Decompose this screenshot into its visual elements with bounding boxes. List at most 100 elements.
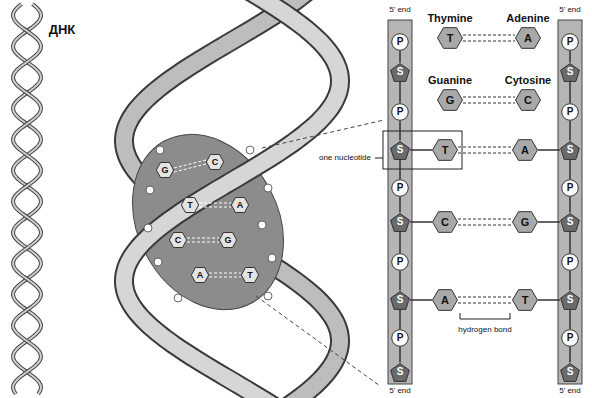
- hydrogen-bond: [458, 297, 512, 303]
- node-letter: T: [181, 197, 199, 213]
- base-hexagon-shape: T: [432, 139, 458, 161]
- helix-ribbon: [124, 0, 340, 398]
- base-hexagon: A: [512, 139, 538, 161]
- phosphate-circle-shape: P: [561, 103, 579, 121]
- backbone-bond: [399, 271, 401, 291]
- phosphate-circle-shape: P: [391, 329, 409, 347]
- base-hexagon-shape: T: [241, 267, 259, 283]
- hydrogen-bond: [174, 160, 206, 172]
- small-helix: [13, 4, 41, 394]
- hydrogen-bond: [209, 273, 241, 277]
- base-hexagon: T: [432, 139, 458, 161]
- backbone-bond: [569, 197, 571, 213]
- node-letter: P: [561, 179, 579, 197]
- sugar-pentagon-shape: S: [560, 213, 580, 232]
- phosphate-circle-shape: P: [391, 253, 409, 271]
- node-letter: P: [391, 103, 409, 121]
- backbone-bond: [569, 82, 571, 104]
- base-hexagon-shape: C: [515, 89, 541, 111]
- backbone-bond: [399, 160, 401, 180]
- base-hexagon: T: [241, 267, 259, 283]
- node-letter: G: [219, 232, 237, 248]
- base-hexagon-shape: C: [206, 154, 224, 170]
- node-letter: C: [169, 232, 187, 248]
- base-hexagon: C: [432, 211, 458, 233]
- node-letter: A: [515, 27, 541, 49]
- large-helix: [103, 0, 340, 398]
- callout-label: one nucleotide: [317, 154, 373, 163]
- base-hexagon: T: [181, 197, 199, 213]
- backbone-bond: [399, 310, 401, 330]
- base-hexagon: A: [432, 289, 458, 311]
- phosphate-circle: P: [391, 103, 409, 121]
- backbone-bond: [569, 310, 571, 330]
- backbone-bond: [569, 347, 571, 363]
- base-hexagon-shape: A: [191, 267, 209, 283]
- node-letter: P: [561, 33, 579, 51]
- helix-strand: [13, 4, 41, 394]
- backbone-bond: [399, 347, 401, 363]
- phosphate-circle-shape: P: [391, 103, 409, 121]
- sugar-pentagon-shape: S: [390, 141, 410, 160]
- base-hexagon-shape: T: [437, 27, 463, 49]
- nucleotide-box: [383, 131, 462, 169]
- base-name: Guanine: [428, 74, 472, 87]
- title-label: ДНК: [49, 23, 76, 37]
- sugar-pentagon: S: [390, 213, 410, 232]
- sugar-pentagon-shape: S: [560, 363, 580, 382]
- hydrogen-bond: [458, 219, 512, 225]
- base-hexagon: A: [191, 267, 209, 283]
- node-letter: S: [390, 291, 410, 310]
- node-letter: S: [560, 213, 580, 232]
- phosphate-circle-shape: P: [561, 33, 579, 51]
- sugar-pentagon: S: [560, 213, 580, 232]
- base-hexagon-shape: T: [181, 197, 199, 213]
- base-hexagon-shape: C: [169, 232, 187, 248]
- helix-ribbon: [124, 0, 340, 398]
- node-letter: S: [560, 363, 580, 382]
- callout-label: hydrogen bond: [458, 326, 511, 335]
- phosphate-circle-shape: P: [391, 33, 409, 51]
- backbone-bond: [569, 271, 571, 291]
- node-letter: P: [561, 103, 579, 121]
- node-letter: P: [391, 179, 409, 197]
- base-hexagon: G: [219, 232, 237, 248]
- phosphate-circle-shape: P: [561, 179, 579, 197]
- phosphate-circle-shape: P: [391, 179, 409, 197]
- phosphate-circle: P: [561, 179, 579, 197]
- base-hexagon: C: [169, 232, 187, 248]
- helix-strand: [13, 4, 41, 394]
- base-hexagon: G: [156, 162, 174, 178]
- base-hexagon: A: [231, 197, 249, 213]
- phosphate-circle: P: [561, 253, 579, 271]
- base-hexagon-shape: A: [432, 289, 458, 311]
- sugar-pentagon: S: [390, 291, 410, 310]
- sugar-pentagon-shape: S: [390, 291, 410, 310]
- sugar-pentagon-shape: S: [390, 363, 410, 382]
- base-hexagon-shape: A: [512, 139, 538, 161]
- helix-strand: [13, 4, 41, 394]
- node-letter: S: [390, 63, 410, 82]
- sugar-pentagon: S: [560, 141, 580, 160]
- backbone-bond: [399, 121, 401, 141]
- backbone-bond: [538, 221, 560, 223]
- node-letter: A: [432, 289, 458, 311]
- sugar-pentagon-shape: S: [560, 63, 580, 82]
- hydrogen-bond: [187, 238, 219, 242]
- backbone-bands: [388, 20, 582, 384]
- phosphate-circle: P: [561, 329, 579, 347]
- base-hexagon: ThymineT: [427, 12, 472, 49]
- phosphate-circle-shape: P: [561, 329, 579, 347]
- phosphate-circle: P: [391, 329, 409, 347]
- node-letter: S: [560, 291, 580, 310]
- base-hexagon-shape: G: [512, 211, 538, 233]
- sugar-pentagon: S: [560, 63, 580, 82]
- backbone-bond: [410, 299, 432, 301]
- hydrogen-bond: [458, 147, 512, 153]
- backbone-bond: [399, 82, 401, 104]
- base-hexagon-shape: G: [219, 232, 237, 248]
- base-hexagon: GuanineG: [428, 74, 472, 111]
